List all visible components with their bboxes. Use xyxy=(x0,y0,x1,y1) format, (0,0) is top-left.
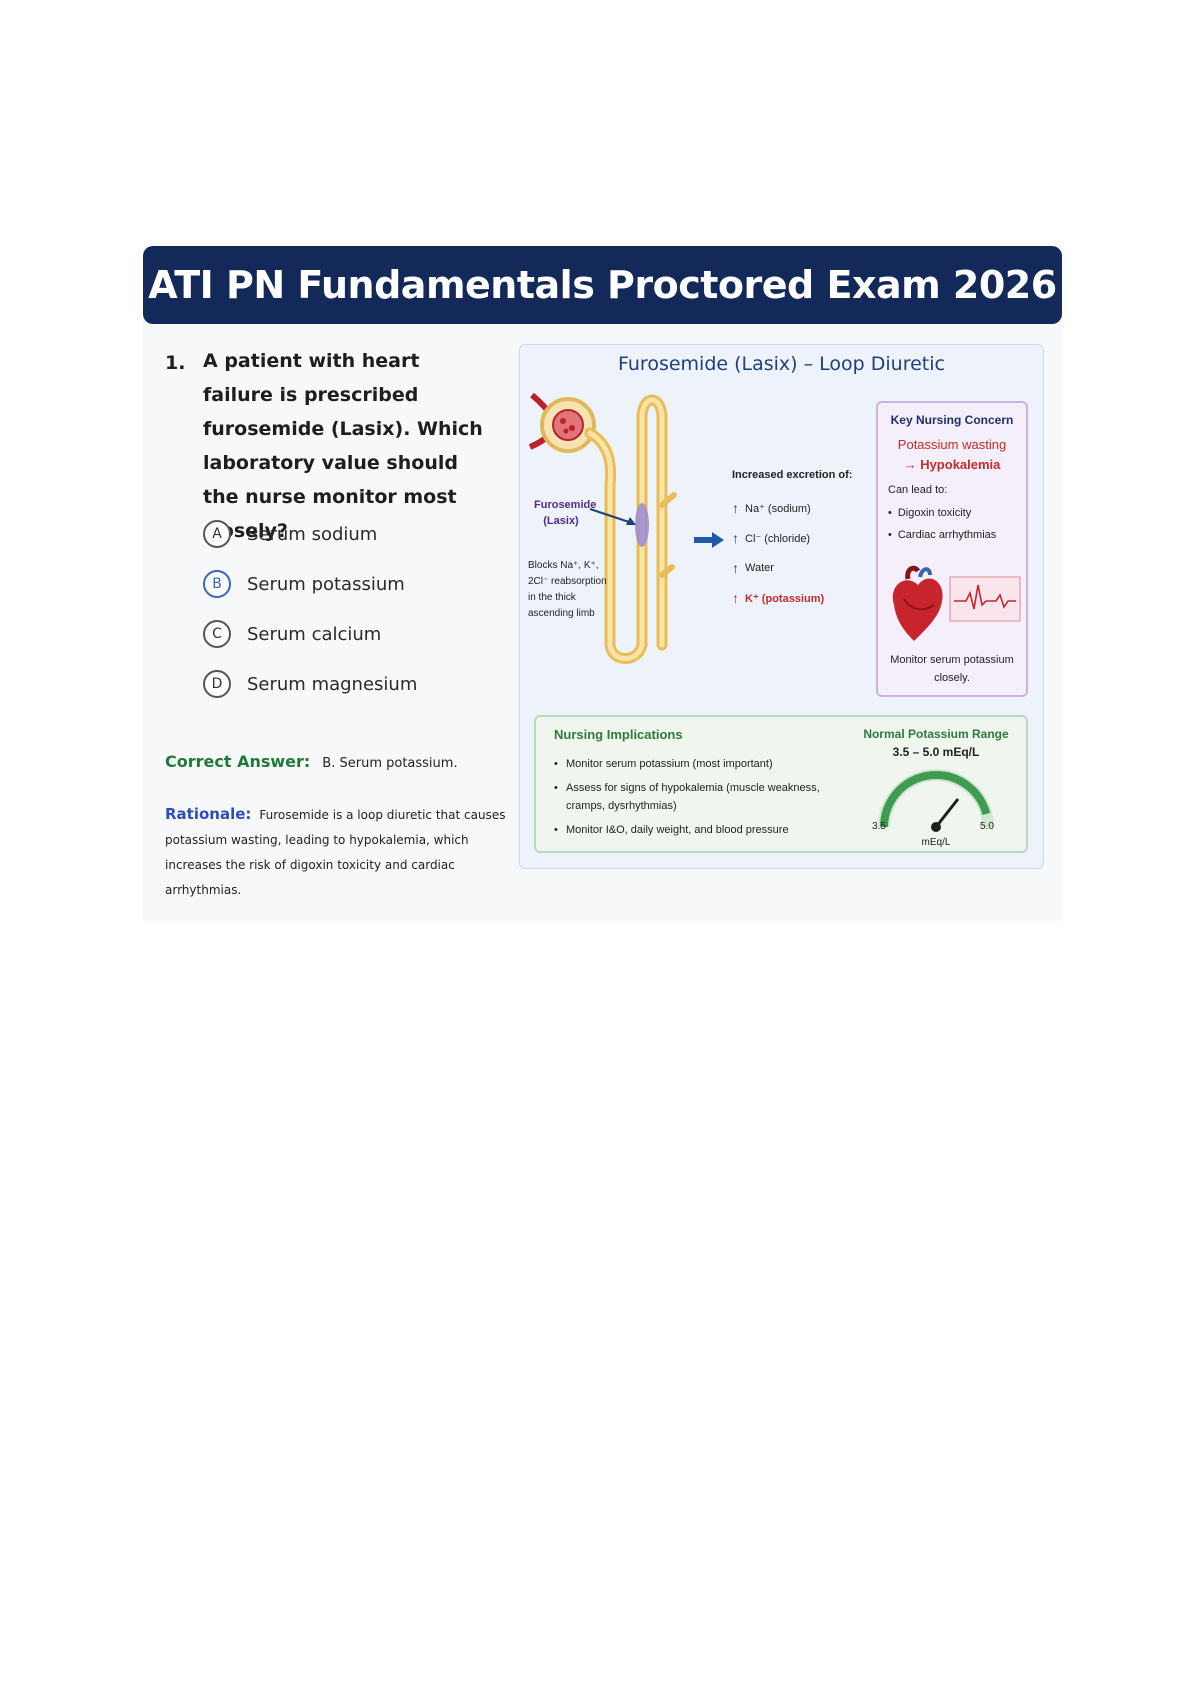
correct-answer-value: B. Serum potassium. xyxy=(322,756,458,771)
concern-hypokalemia: → Hypokalemia xyxy=(903,457,1001,472)
heart-icon xyxy=(892,565,1021,641)
gauge-high: 5.0 xyxy=(980,821,994,832)
option-b[interactable]: B Serum potassium xyxy=(203,559,417,609)
nursing-implications: Nursing Implications Monitor serum potas… xyxy=(534,715,1028,853)
concern-potassium: Potassium wasting xyxy=(897,437,1007,452)
concern-list: Digoxin toxicity Cardiac arrhythmias xyxy=(888,502,1026,546)
gauge-icon xyxy=(878,769,994,832)
page-title: ATI PN Fundamentals Proctored Exam 2026 xyxy=(148,263,1057,307)
arrow-up-icon: ↑ xyxy=(732,560,739,576)
gauge-low: 3.5 xyxy=(872,821,886,832)
concern-footer: Monitor serum potassium closely. xyxy=(890,654,1014,684)
blocks-label: Blocks Na⁺, K⁺, 2Cl⁻ reabsorption in the… xyxy=(528,560,607,619)
correct-answer: Correct Answer: B. Serum potassium. xyxy=(165,752,458,771)
option-b-label: Serum potassium xyxy=(247,573,405,595)
question-number: 1. xyxy=(165,352,186,374)
list-item: Digoxin toxicity xyxy=(888,502,1026,524)
option-d[interactable]: D Serum magnesium xyxy=(203,659,417,709)
answer-options: A Serum sodium B Serum potassium C Serum… xyxy=(203,509,417,709)
excretion-heading: Increased excretion of: xyxy=(732,469,853,481)
list-item: Monitor I&O, daily weight, and blood pre… xyxy=(554,821,854,839)
option-d-letter: D xyxy=(203,670,231,698)
excretion-water: ↑Water xyxy=(732,560,774,576)
concern-lead: Can lead to: xyxy=(888,484,948,496)
option-c-letter: C xyxy=(203,620,231,648)
arrow-up-icon: ↑ xyxy=(732,530,739,546)
option-b-letter: B xyxy=(203,570,231,598)
diagram-title: Furosemide (Lasix) – Loop Diuretic xyxy=(618,353,945,375)
option-c-label: Serum calcium xyxy=(247,623,382,645)
correct-answer-label: Correct Answer: xyxy=(165,752,311,771)
title-banner: ATI PN Fundamentals Proctored Exam 2026 xyxy=(143,246,1062,324)
drug-label: Furosemide (Lasix) xyxy=(534,499,597,527)
nephron-icon xyxy=(528,392,677,664)
concern-title: Key Nursing Concern xyxy=(890,413,1014,427)
arrow-up-icon: ↑ xyxy=(732,500,739,516)
rationale-text: Furosemide is a loop diuretic that cause… xyxy=(165,808,506,897)
gauge-unit: mEq/L xyxy=(921,837,951,848)
option-c[interactable]: C Serum calcium xyxy=(203,609,417,659)
list-item: Cardiac arrhythmias xyxy=(888,524,1026,546)
range-title: Normal Potassium Range xyxy=(863,727,1009,741)
option-a[interactable]: A Serum sodium xyxy=(203,509,417,559)
option-a-letter: A xyxy=(203,520,231,548)
rationale-label: Rationale: xyxy=(165,805,252,823)
excretion-sodium: ↑Na⁺ (sodium) xyxy=(732,500,811,516)
diagram-panel: Furosemide (Lasix) – Loop Diuretic Furos… xyxy=(519,344,1044,869)
implications-list: Monitor serum potassium (most important)… xyxy=(554,755,854,845)
excretion-list: Increased excretion of: ↑Na⁺ (sodium) ↑C… xyxy=(732,469,852,613)
excretion-potassium: ↑K⁺ (potassium) xyxy=(732,590,825,606)
list-item: Assess for signs of hypokalemia (muscle … xyxy=(554,779,854,815)
arrow-right-icon xyxy=(694,532,724,548)
option-a-label: Serum sodium xyxy=(247,523,378,545)
range-value: 3.5 – 5.0 mEq/L xyxy=(892,745,980,759)
excretion-chloride: ↑Cl⁻ (chloride) xyxy=(732,530,811,546)
list-item: Monitor serum potassium (most important) xyxy=(554,755,854,773)
rationale: Rationale:Furosemide is a loop diuretic … xyxy=(165,802,525,903)
key-nursing-concern: Key Nursing Concern Potassium wasting → … xyxy=(876,401,1028,697)
exam-card: ATI PN Fundamentals Proctored Exam 2026 … xyxy=(143,246,1062,921)
option-d-label: Serum magnesium xyxy=(247,673,418,695)
arrow-up-icon: ↑ xyxy=(732,590,739,606)
implications-title: Nursing Implications xyxy=(554,727,683,742)
